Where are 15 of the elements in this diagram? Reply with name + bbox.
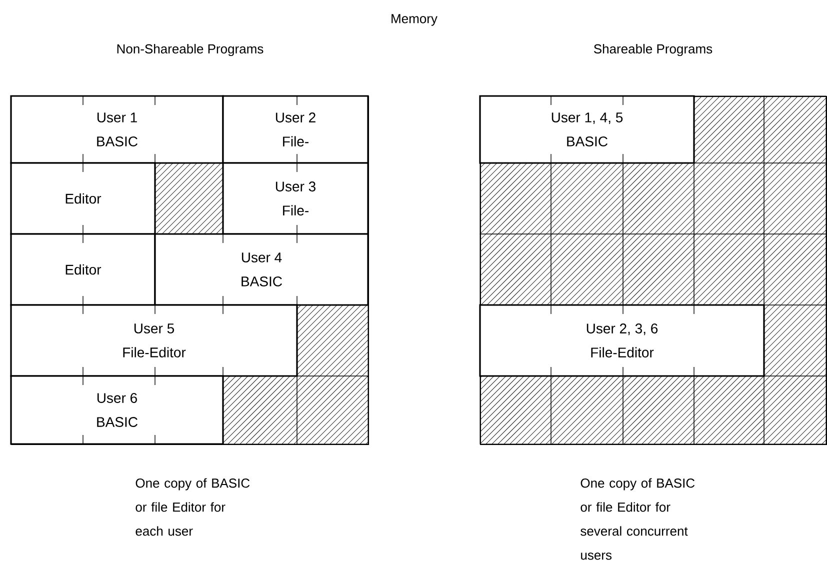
memory-block: User 3 File-: [222, 162, 369, 235]
panel-heading: Non-Shareable Programs: [117, 44, 264, 56]
memory-block: User 1, 4, 5 BASIC: [479, 95, 695, 164]
memory-block: User 4 BASIC: [154, 233, 369, 306]
panel-heading: Shareable Programs: [594, 44, 712, 56]
memory-block: User 2, 3, 6 File-Editor: [479, 304, 765, 377]
memory-block: Editor: [10, 162, 156, 235]
memory-block: Editor: [10, 233, 156, 306]
title: Memory: [392, 14, 438, 26]
memory-block: User 2 File-: [222, 95, 369, 164]
memory-block: User 5 File-Editor: [10, 304, 298, 377]
memory-block: User 6 BASIC: [10, 375, 224, 445]
memory-block: User 1 BASIC: [10, 95, 224, 164]
caption-text: One copy of BASIC or file Editor for several concurrent users: [580, 478, 695, 560]
caption-text: One copy of BASIC or file Editor for each user: [136, 478, 250, 536]
